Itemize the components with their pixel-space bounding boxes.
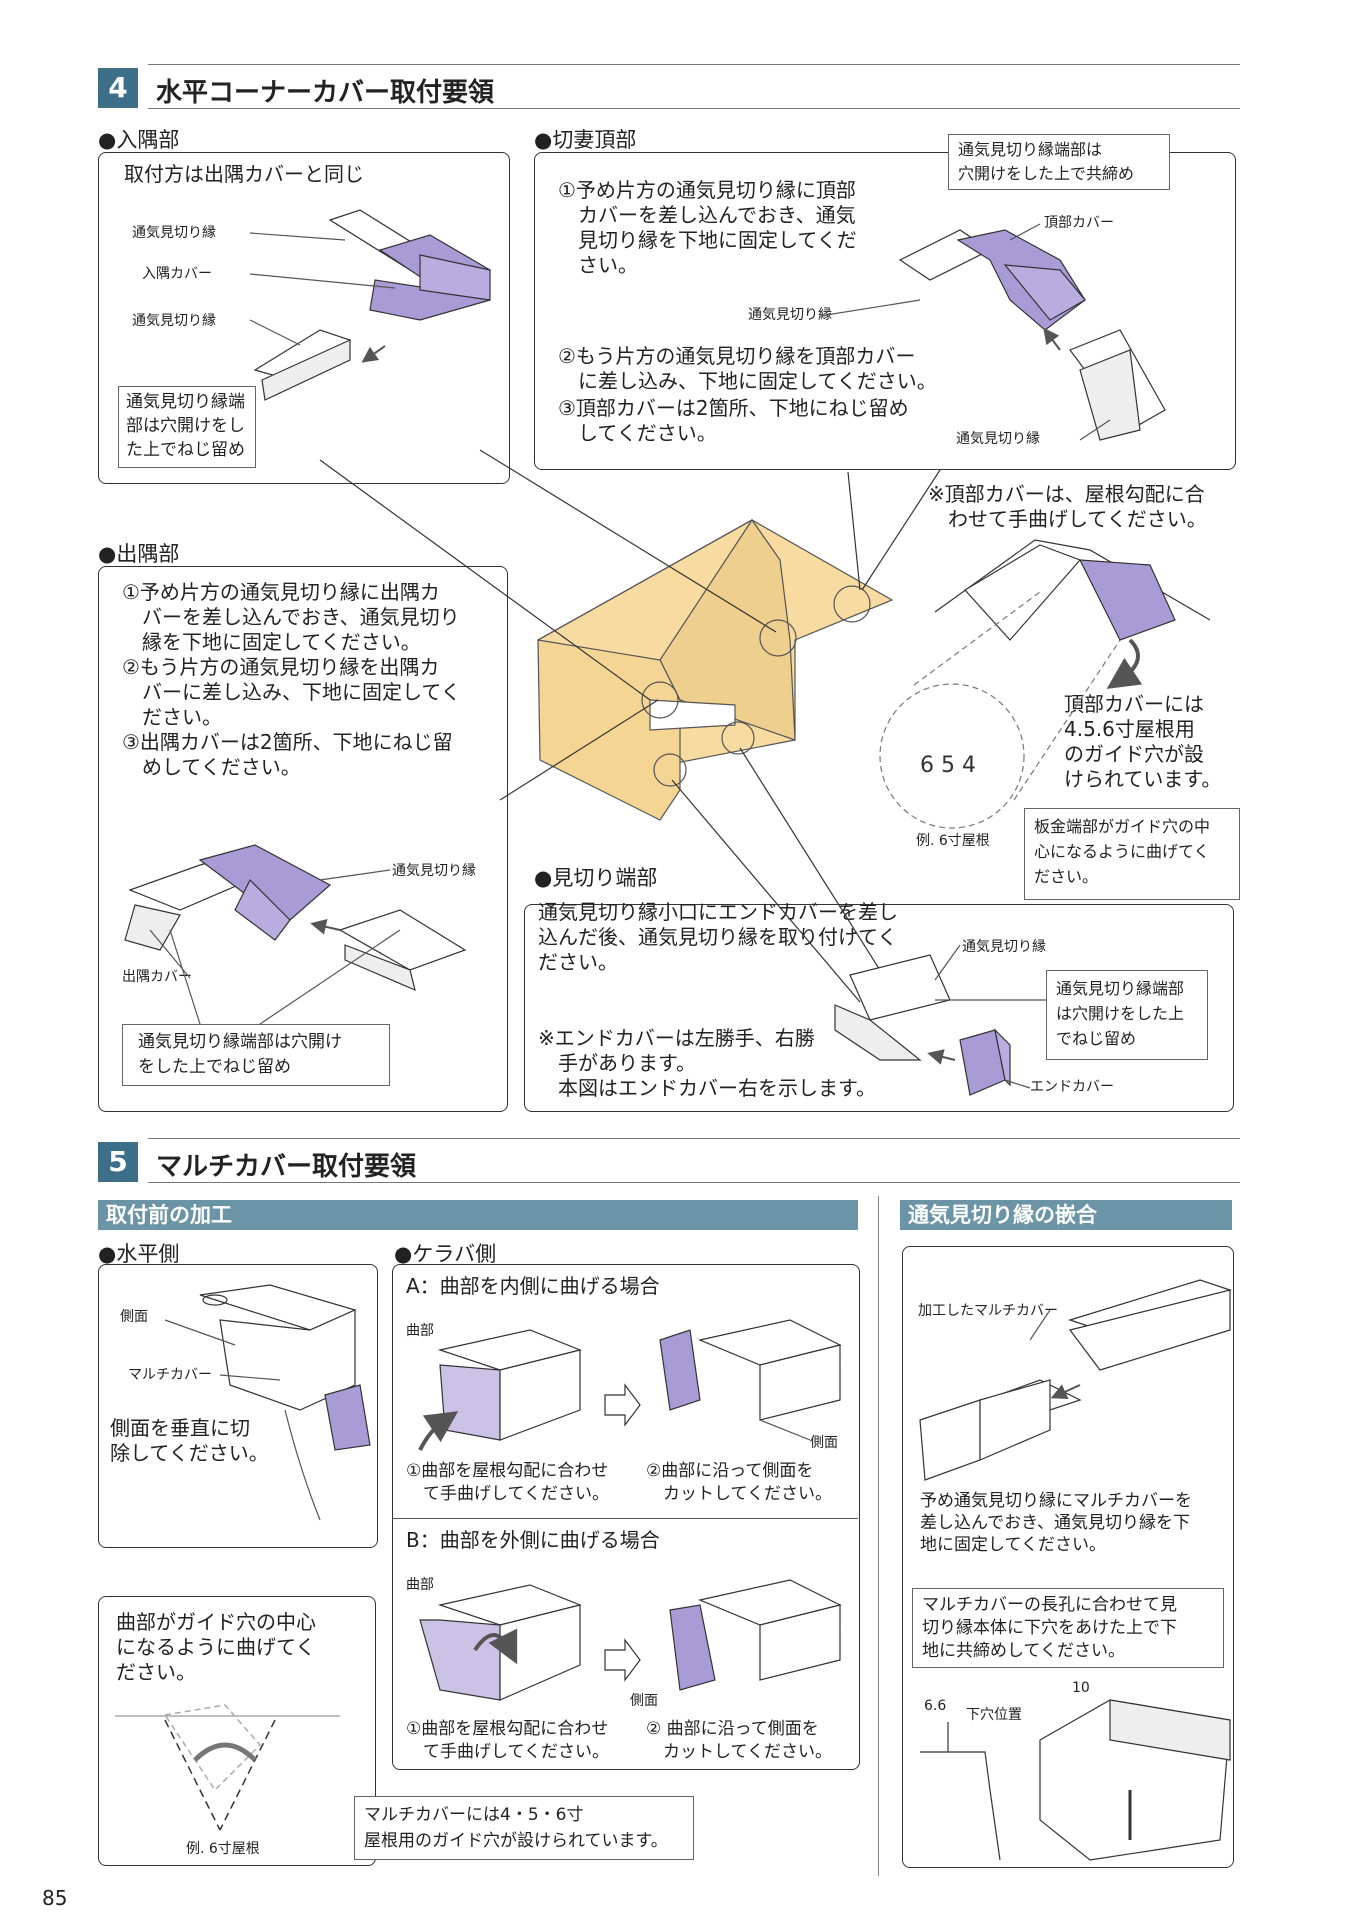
keraba-b-title: B：曲部を外側に曲げる場合: [406, 1528, 660, 1552]
kiritsuma-callout: 通気見切り縁端部は 穴開けをした上で共締め: [958, 140, 1135, 183]
keraba-divider: [392, 1518, 858, 1519]
kiritsuma-step3: ③頂部カバーは2箇所、下地にねじ留め してください。: [558, 396, 909, 445]
example-label-6sun: 例. 6寸屋根: [916, 833, 990, 849]
keraba-heading: ●ケラバ側: [394, 1242, 497, 1266]
section-5-number: 5: [98, 1142, 138, 1182]
guide-box-text: 曲部がガイド穴の中心 になるように曲げてく ださい。: [116, 1610, 316, 1684]
keraba-a-label-bend: 曲部: [406, 1323, 434, 1339]
desumi-label-cover: 出隅カバー: [122, 969, 192, 985]
fit-dim-6-6: 6.6: [924, 1698, 947, 1714]
keraba-a-label-side: 側面: [810, 1435, 838, 1451]
guide-note: 頂部カバーには 4.5.6寸屋根用 のガイド穴が設 けられています。: [1064, 692, 1222, 791]
mikiri-callout-box: [1046, 970, 1208, 1060]
guide-box-example: 例. 6寸屋根: [186, 1841, 260, 1857]
bend-note: ※頂部カバーは、屋根勾配に合 わせて手曲げしてください。: [928, 482, 1207, 531]
irisumi-label-cover: 入隅カバー: [142, 266, 212, 282]
kiritsuma-callout-box: [948, 134, 1170, 190]
kiritsuma-label-vent2: 通気見切り縁: [956, 431, 1040, 447]
mikiri-label-vent: 通気見切り縁: [962, 939, 1046, 955]
desumi-heading: ●出隅部: [98, 542, 180, 566]
keraba-b-step2: ② 曲部に沿って側面を カットしてください。: [646, 1719, 832, 1762]
section-5-title: マルチカバー取付要領: [156, 1152, 417, 1182]
fit-dim-10: 10: [1072, 1680, 1090, 1696]
band-fitting: 通気見切り縁の嵌合: [900, 1200, 1232, 1230]
fit-label-multi: 加工したマルチカバー: [918, 1303, 1058, 1319]
fit-text: 予め通気見切り縁にマルチカバーを 差し込んでおき、通気見切り縁を下 地に固定して…: [920, 1491, 1192, 1555]
suihei-text: 側面を垂直に切 除してください。: [110, 1416, 269, 1465]
desumi-steps: ①予め片方の通気見切り縁に出隅カ バーを差し込んでおき、通気見切り 縁を下地に固…: [122, 580, 461, 779]
keraba-panel: [392, 1264, 860, 1770]
keraba-a-step2: ②曲部に沿って側面を カットしてください。: [646, 1461, 832, 1504]
section-5-rule-bottom: [148, 1182, 1240, 1183]
fit-panel: [902, 1246, 1234, 1868]
irisumi-label-vent1: 通気見切り縁: [132, 225, 216, 241]
page-number: 85: [42, 1886, 68, 1910]
sheet-note: 板金端部がガイド穴の中 心になるように曲げてく ださい。: [1034, 817, 1211, 886]
section-5-divider: [878, 1196, 879, 1876]
mikiri-text: 通気見切り縁小口にエンドカバーを差し 込んだ後、通気見切り縁を取り付けてく ださ…: [538, 900, 898, 974]
multi-guide-note: マルチカバーには4・5・6寸 屋根用のガイド穴が設けられています。: [364, 1805, 668, 1851]
suihei-heading: ●水平側: [98, 1242, 180, 1266]
sheet-note-box: [1024, 808, 1240, 900]
desumi-note: 通気見切り縁端部は穴開け をした上でねじ留め: [138, 1032, 342, 1077]
fit-box: [912, 1588, 1224, 1668]
keraba-b-step1: ①曲部を屋根勾配に合わせ て手曲げしてください。: [406, 1719, 609, 1762]
mikiri-note: ※エンドカバーは左勝手、右勝 手があります。 本図はエンドカバー右を示します。: [538, 1026, 876, 1100]
fit-box-text: マルチカバーの長孔に合わせて見 切り縁本体に下穴をあけた上で下 地に共締めしてく…: [922, 1595, 1177, 1661]
desumi-note-box: [122, 1024, 390, 1086]
mikiri-label-end: エンドカバー: [1030, 1079, 1114, 1095]
irisumi-heading: ●入隅部: [98, 128, 180, 152]
keraba-a-title: A：曲部を内側に曲げる場合: [406, 1274, 660, 1298]
kiritsuma-step1: ①予め片方の通気見切り縁に頂部 カバーを差し込んでおき、通気 見切り縁を下地に固…: [558, 178, 857, 277]
irisumi-note-box: [118, 386, 256, 468]
section-4-title: 水平コーナーカバー取付要領: [156, 78, 495, 108]
keraba-a-step1: ①曲部を屋根勾配に合わせ て手曲げしてください。: [406, 1461, 609, 1504]
keraba-b-label-bend: 曲部: [406, 1577, 434, 1593]
fit-label-hole: 下穴位置: [966, 1707, 1022, 1723]
keraba-b-label-side: 側面: [630, 1693, 658, 1709]
section-5-rule-top: [148, 1138, 1240, 1139]
svg-text:6 5 4: 6 5 4: [920, 753, 976, 778]
kiritsuma-step2: ②もう片方の通気見切り縁を頂部カバー に差し込み、下地に固定してください。: [558, 344, 937, 393]
section-4-rule-top: [148, 64, 1240, 65]
desumi-label-vent: 通気見切り縁: [392, 863, 476, 879]
irisumi-label-vent2: 通気見切り縁: [132, 313, 216, 329]
kiritsuma-label-vent1: 通気見切り縁: [748, 307, 832, 323]
section-4-rule-bottom: [148, 108, 1240, 109]
suihei-label-side: 側面: [120, 1309, 148, 1325]
multi-guide-note-box: [354, 1796, 694, 1860]
kiritsuma-heading: ●切妻頂部: [534, 128, 637, 152]
irisumi-note: 通気見切り縁端 部は穴開けをし た上でねじ留め: [126, 392, 245, 460]
mikiri-callout: 通気見切り縁端部 は穴開けをした上 でねじ留め: [1056, 979, 1185, 1048]
section-4-number: 4: [98, 68, 138, 108]
kiritsuma-label-top: 頂部カバー: [1044, 215, 1114, 231]
irisumi-intro: 取付方は出隅カバーと同じ: [124, 162, 364, 186]
suihei-label-multi: マルチカバー: [128, 1367, 212, 1383]
band-pre-processing: 取付前の加工: [98, 1200, 858, 1230]
mikiri-heading: ●見切り端部: [534, 866, 658, 890]
